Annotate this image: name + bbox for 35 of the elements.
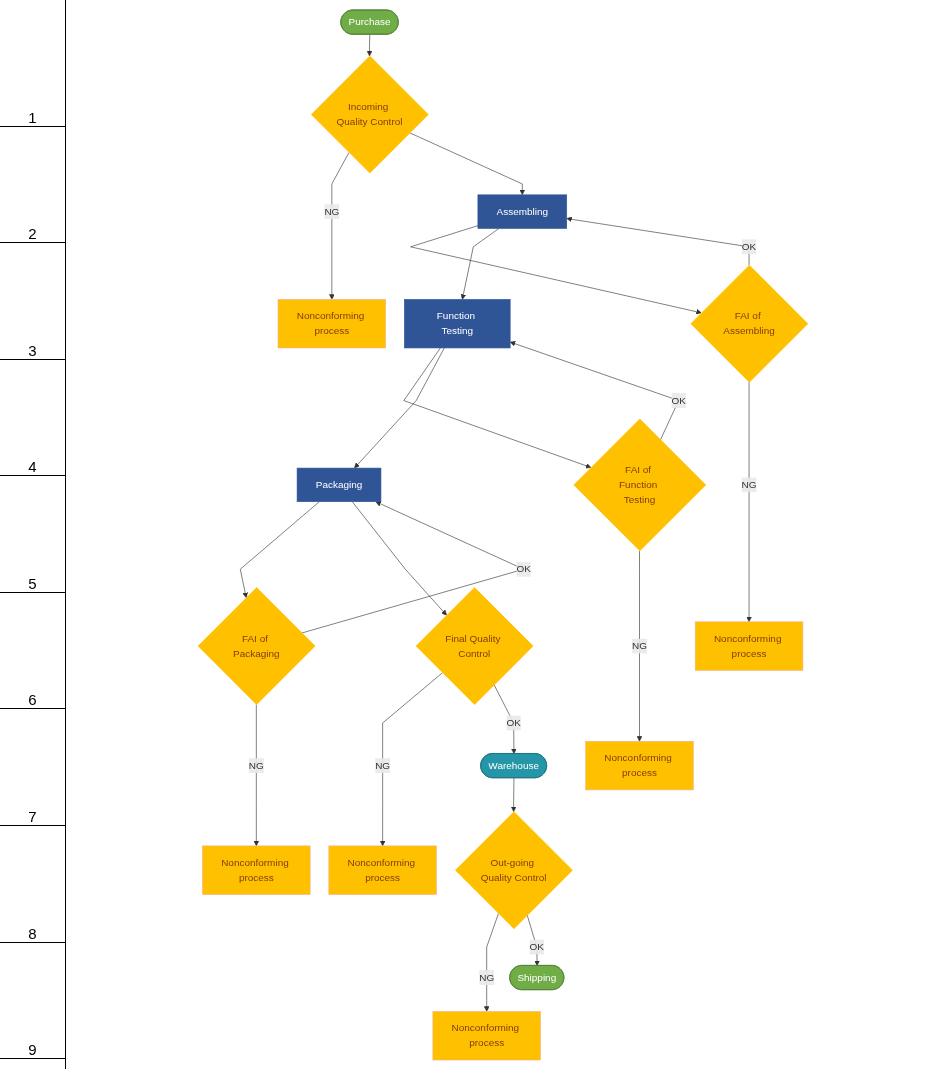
node-diamond: Incoming Quality Control	[311, 55, 429, 173]
node-box: Nonconforming process	[277, 298, 386, 348]
node-box: Nonconforming process	[432, 1010, 541, 1060]
node-box: Nonconforming process	[328, 845, 437, 895]
edge-label: OK	[671, 394, 686, 406]
row-number: 5	[0, 476, 65, 593]
node-box: Nonconforming process	[202, 845, 311, 895]
node-box: Packaging	[296, 467, 382, 502]
node-box: Function Testing	[404, 298, 511, 348]
node-diamond: FAI of Assembling	[690, 264, 809, 382]
edge-label: NG	[324, 205, 340, 217]
row-number: 7	[0, 709, 65, 826]
node-diamond: Out-going Quality Control	[455, 810, 573, 929]
edge-label: OK	[529, 940, 545, 952]
edge-label: OK	[741, 240, 757, 252]
node-box: Nonconforming process	[585, 740, 694, 790]
edge-label: NG	[248, 759, 264, 771]
row-number: 4	[0, 359, 65, 477]
edge-label: NG	[632, 640, 647, 651]
node-box: Assembling	[477, 194, 568, 229]
node-diamond: FAI of Packaging	[197, 586, 316, 705]
row-number: 1	[0, 10, 65, 127]
edge-label: NG	[479, 971, 495, 983]
row-number: 6	[0, 592, 65, 710]
edge-label: OK	[516, 563, 531, 574]
row-number: 9	[0, 942, 65, 1060]
row-number: 8	[0, 825, 65, 943]
edge-label: NG	[741, 478, 757, 490]
row-number: 3	[0, 243, 65, 360]
node-diamond: FAI of Function Testing	[573, 418, 707, 551]
row-number: 2	[0, 126, 65, 244]
edge-label: NG	[375, 759, 391, 771]
node-diamond: Final Quality Control	[415, 586, 534, 705]
node-box: Nonconforming process	[694, 621, 804, 671]
edge-label: OK	[506, 716, 521, 728]
